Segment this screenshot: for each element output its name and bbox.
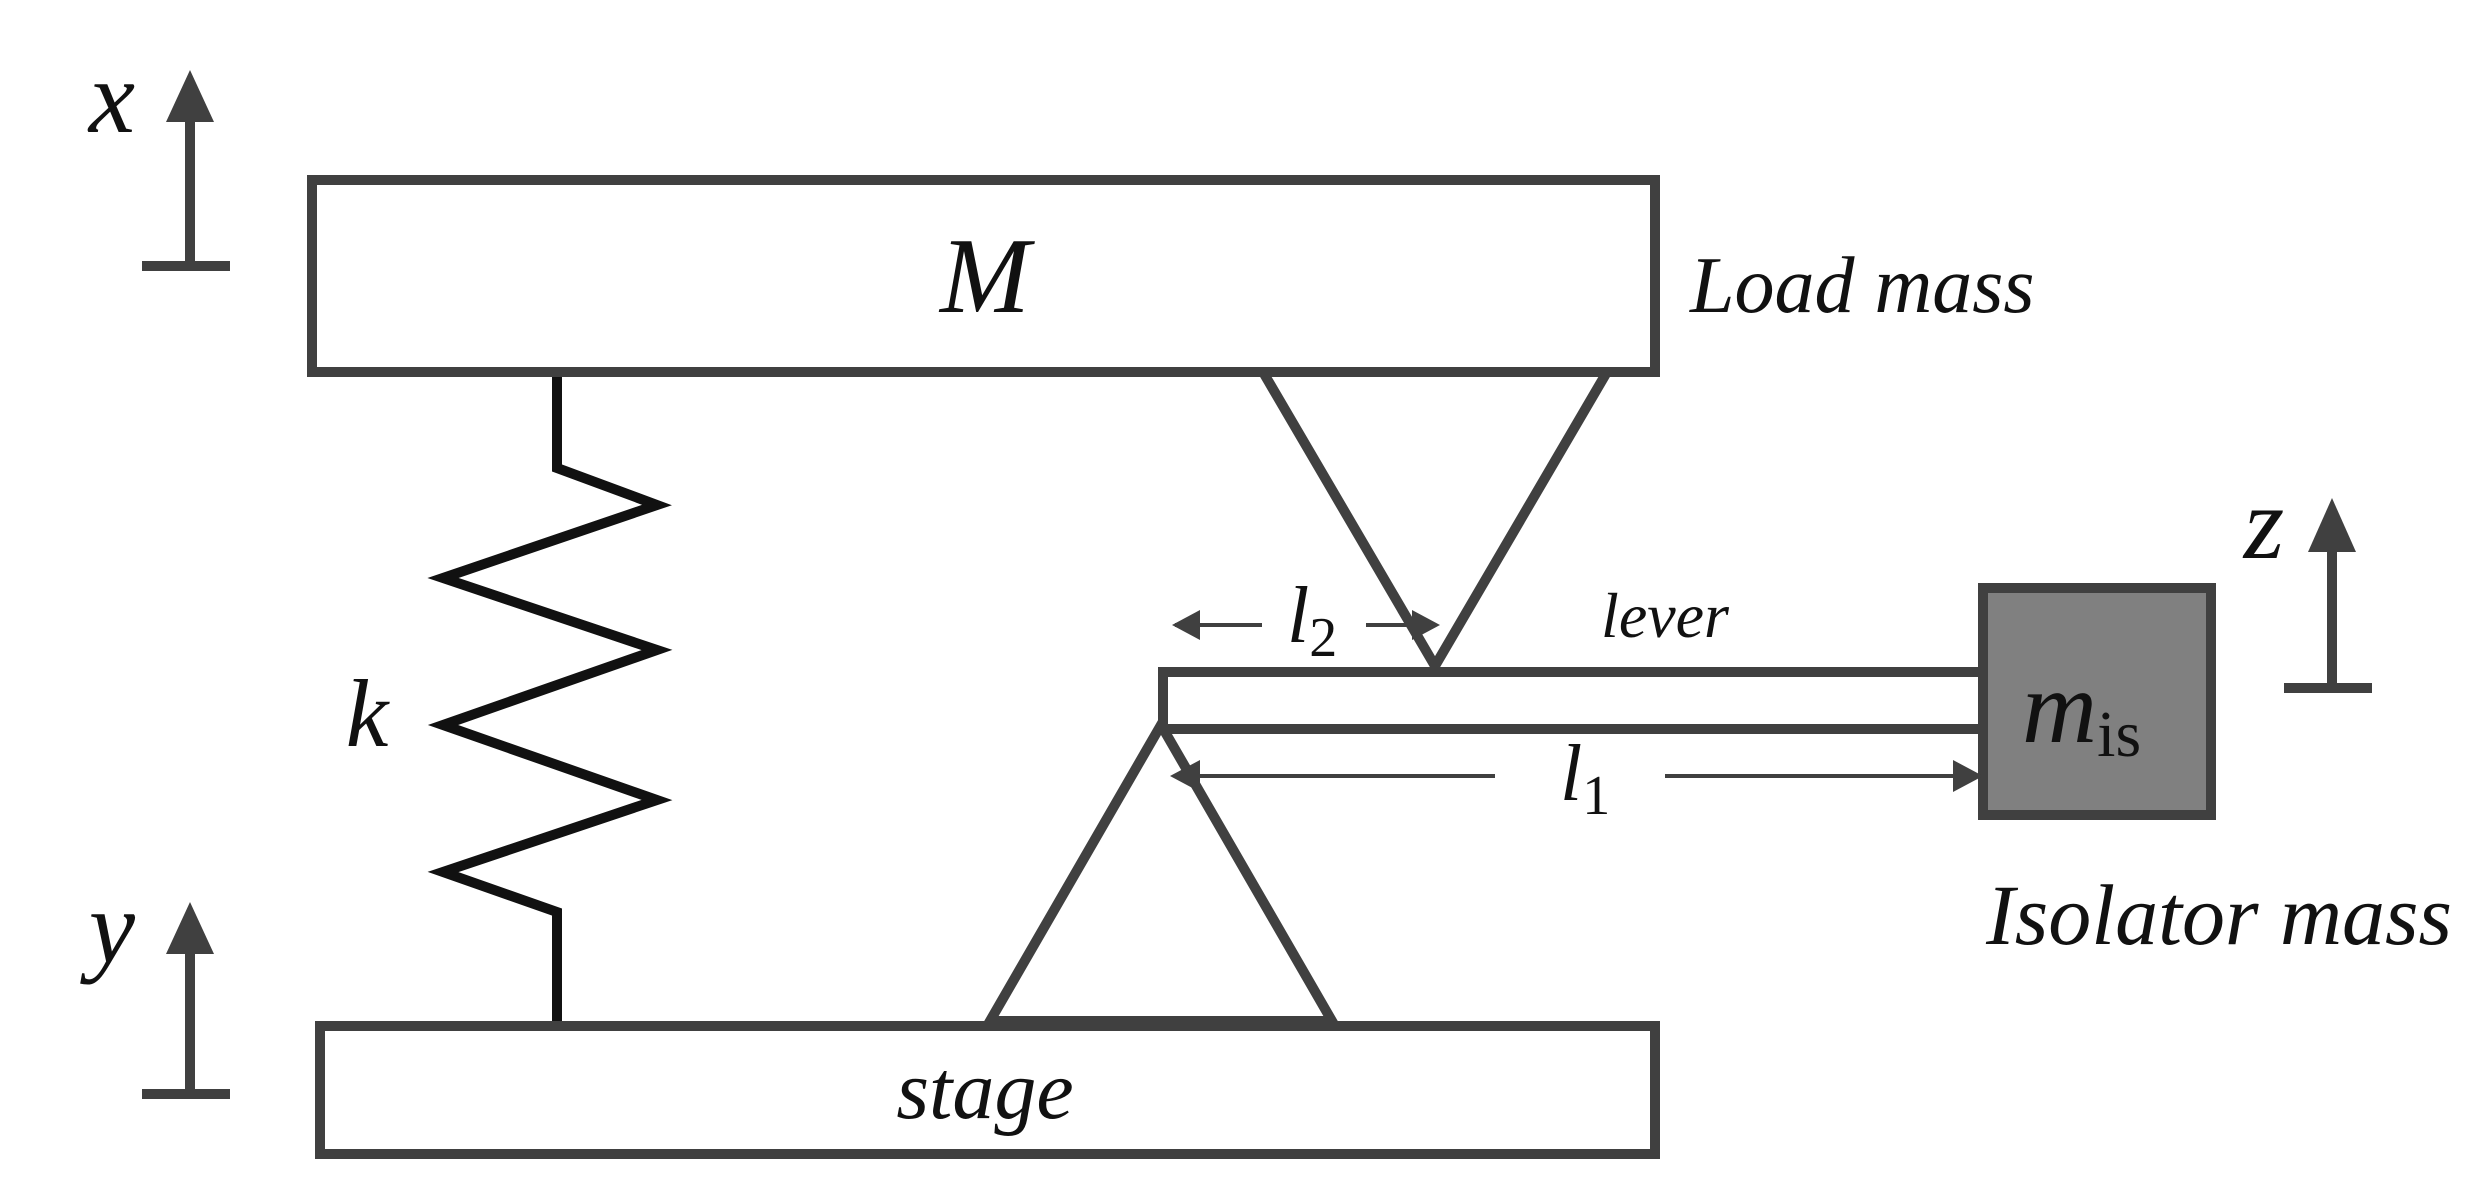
x-arrowhead bbox=[166, 70, 214, 122]
lever-bar bbox=[1158, 667, 1988, 734]
l2-letter: l bbox=[1287, 572, 1309, 660]
isolator-mass-symbol: mis bbox=[2022, 650, 2141, 771]
l1-left-arrowhead bbox=[1170, 760, 1200, 792]
spring-constant-label: k bbox=[346, 660, 391, 767]
z-arrowhead bbox=[2308, 498, 2356, 552]
y-arrowhead bbox=[166, 902, 214, 954]
stage-block bbox=[315, 1021, 1660, 1159]
l2-right-arrowhead bbox=[1412, 610, 1440, 640]
x-displacement-arrow: x bbox=[87, 40, 230, 271]
upper-pivot-triangle bbox=[1254, 367, 1616, 676]
y-axis-label: y bbox=[80, 870, 136, 985]
l1-letter: l bbox=[1560, 730, 1582, 818]
lever-label: lever bbox=[1601, 580, 1730, 651]
x-axis-label: x bbox=[87, 40, 135, 155]
l2-label: l2 bbox=[1287, 572, 1337, 669]
l2-left-arrowhead bbox=[1172, 610, 1200, 640]
load-mass-caption: Load mass bbox=[1689, 242, 2035, 330]
load-mass-block bbox=[307, 175, 1660, 377]
z-displacement-arrow: z bbox=[2242, 466, 2372, 693]
isolator-mass-m: m bbox=[2022, 650, 2097, 765]
isolator-mass-subscript: is bbox=[2097, 698, 2141, 771]
l1-label: l1 bbox=[1560, 730, 1610, 827]
z-axis-label: z bbox=[2242, 466, 2284, 581]
isolator-mass-block bbox=[1978, 583, 2216, 820]
isolator-mass-caption: Isolator mass bbox=[1985, 867, 2452, 963]
l2-subscript: 2 bbox=[1309, 607, 1337, 669]
stage-label: stage bbox=[896, 1044, 1073, 1137]
l1-dimension: l1 bbox=[1170, 730, 1983, 827]
l2-dimension: l2 bbox=[1172, 572, 1440, 669]
l1-right-arrowhead bbox=[1953, 760, 1983, 792]
l1-subscript: 1 bbox=[1582, 765, 1610, 827]
spring bbox=[427, 377, 673, 1021]
y-displacement-arrow: y bbox=[80, 870, 230, 1099]
load-mass-symbol: M bbox=[938, 217, 1035, 336]
lower-pivot-triangle bbox=[981, 715, 1341, 1026]
